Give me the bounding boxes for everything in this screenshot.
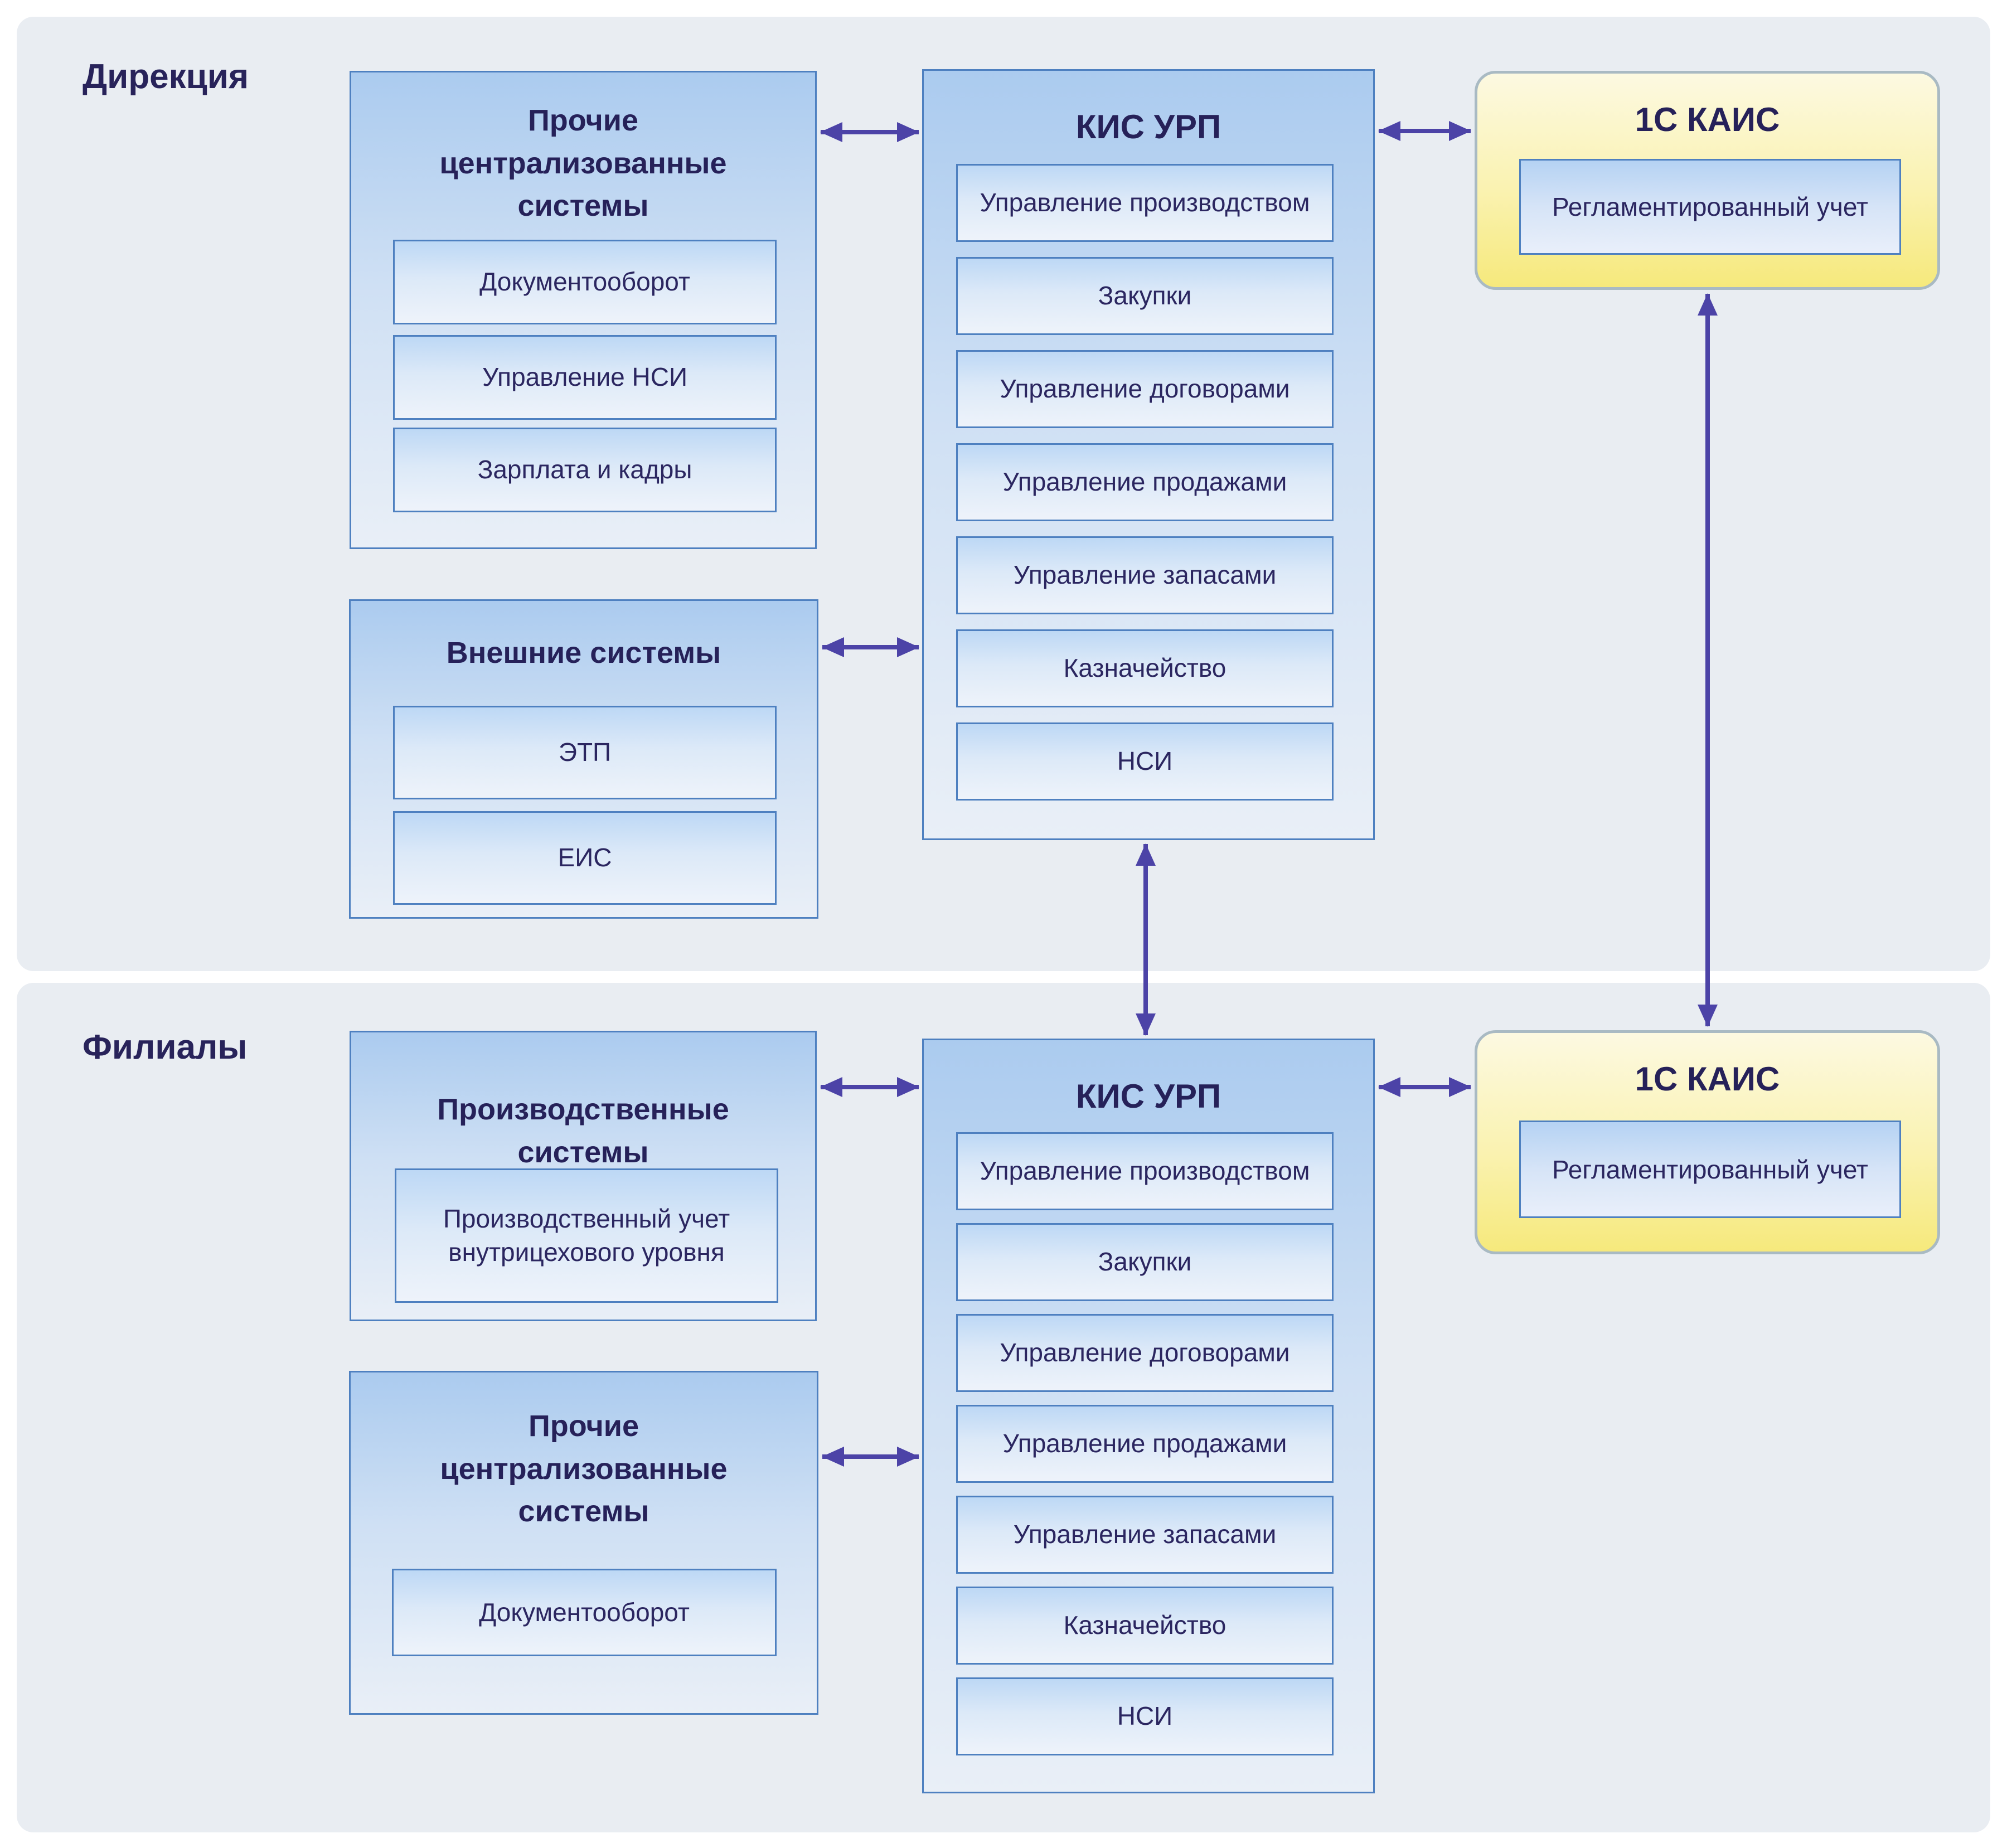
box-title: КИС УРП <box>1075 1078 1221 1115</box>
subbox-upravlenie-proizvodstvom-direction: Управление производством <box>956 164 1334 242</box>
subbox-zarplata-i-kadry: Зарплата и кадры <box>393 428 777 512</box>
subbox-dokumentooborot-branches: Документооборот <box>392 1569 777 1656</box>
subbox-upravlenie-dogovorami-direction: Управление договорами <box>956 350 1334 428</box>
section-label-direction: Дирекция <box>83 57 249 96</box>
subbox-upravlenie-prodazhami-branches: Управление продажами <box>956 1405 1334 1483</box>
box-title: 1С КАИС <box>1635 1060 1780 1098</box>
subbox-zakupki-branches: Закупки <box>956 1223 1334 1301</box>
subbox-reglamentirovanny-uchet-direction: Регламентированный учет <box>1519 159 1901 255</box>
subbox-kaznacheystvo-direction: Казначейство <box>956 629 1334 707</box>
subbox-kaznacheystvo-branches: Казначейство <box>956 1587 1334 1665</box>
box-title: Прочие централизованные системы <box>439 104 727 223</box>
section-label-branches: Филиалы <box>83 1028 248 1066</box>
box-title: КИС УРП <box>1075 108 1221 145</box>
box-production-systems: Производственные системы Производственны… <box>350 1031 817 1321</box>
subbox-nsi-branches: НСИ <box>956 1677 1334 1755</box>
box-title: Прочие централизованные системы <box>440 1409 728 1529</box>
box-1c-kais-direction: 1С КАИС Регламентированный учет <box>1475 71 1940 290</box>
box-other-central-systems-direction: Прочие централизованные системы Документ… <box>350 71 817 549</box>
subbox-zakupki-direction: Закупки <box>956 257 1334 335</box>
subbox-upravlenie-zapasami-branches: Управление запасами <box>956 1496 1334 1574</box>
subbox-upravlenie-nsi-direction: Управление НСИ <box>393 335 777 420</box>
box-external-systems: Внешние системы ЭТП ЕИС <box>349 599 818 919</box>
box-1c-kais-branches: 1С КАИС Регламентированный учет <box>1475 1030 1940 1254</box>
subbox-reglamentirovanny-uchet-branches: Регламентированный учет <box>1519 1121 1901 1218</box>
subbox-upravlenie-proizvodstvom-branches: Управление производством <box>956 1132 1334 1210</box>
subbox-upravlenie-zapasami-direction: Управление запасами <box>956 536 1334 614</box>
box-title: 1С КАИС <box>1635 101 1780 138</box>
subbox-upravlenie-prodazhami-direction: Управление продажами <box>956 443 1334 521</box>
box-kis-urp-direction: КИС УРП Управление производством Закупки… <box>922 69 1375 840</box>
subbox-dokumentooborot-direction: Документооборот <box>393 240 777 324</box>
subbox-eis: ЕИС <box>393 811 777 905</box>
box-other-central-systems-branches: Прочие централизованные системы Документ… <box>349 1371 818 1715</box>
subbox-nsi-direction: НСИ <box>956 722 1334 801</box>
box-title: Внешние системы <box>446 636 721 670</box>
subbox-proizvodstvenny-uchet: Производственный учет внутрицехового уро… <box>395 1168 778 1303</box>
box-kis-urp-branches: КИС УРП Управление производством Закупки… <box>922 1039 1375 1793</box>
subbox-etp: ЭТП <box>393 706 777 799</box>
box-title: Производственные системы <box>437 1093 729 1169</box>
subbox-upravlenie-dogovorami-branches: Управление договорами <box>956 1314 1334 1392</box>
